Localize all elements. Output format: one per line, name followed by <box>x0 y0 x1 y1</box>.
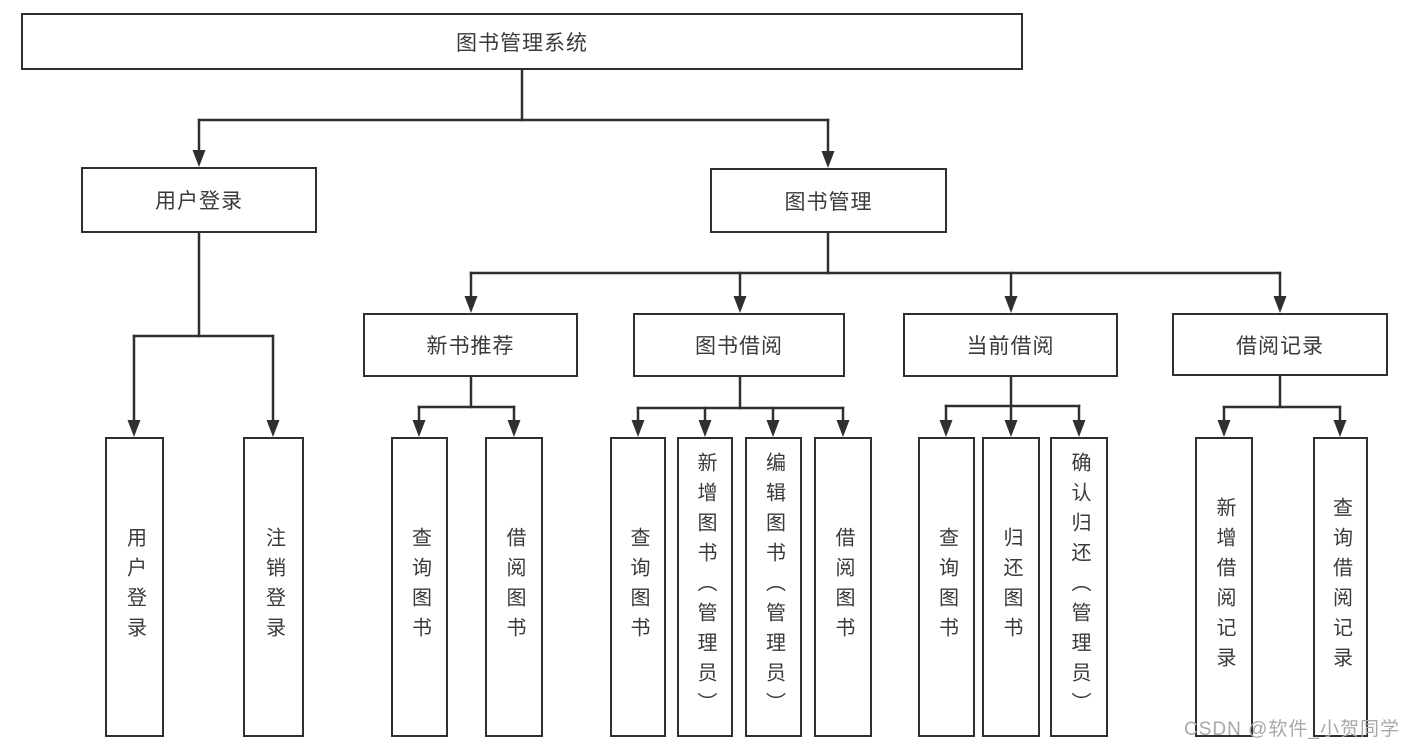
node-current-borrow: 当前借阅 <box>903 313 1118 377</box>
leaf-label: 借阅图书 <box>503 527 525 647</box>
leaf-edit-books-admin: 编辑图书（管理员） <box>745 437 802 737</box>
leaf-label: 用户登录 <box>123 527 146 647</box>
leaf-query-borrow-record: 查询借阅记录 <box>1313 437 1368 737</box>
leaf-label: 编辑图书（管理员） <box>762 452 785 722</box>
leaf-label: 查询图书 <box>627 527 649 647</box>
node-borrow-records: 借阅记录 <box>1172 313 1388 376</box>
leaf-label: 确认归还（管理员） <box>1068 452 1090 722</box>
leaf-query-books-borrow: 查询图书 <box>610 437 666 737</box>
leaf-label: 新增图书（管理员） <box>694 452 716 722</box>
leaf-logout: 注销登录 <box>243 437 304 737</box>
node-new-book-recommend: 新书推荐 <box>363 313 578 377</box>
leaf-label: 借阅图书 <box>832 527 854 647</box>
leaf-borrow-books-newbook: 借阅图书 <box>485 437 543 737</box>
leaf-label: 查询图书 <box>408 527 431 647</box>
node-library-management-system: 图书管理系统 <box>21 13 1023 70</box>
node-user-login: 用户登录 <box>81 167 317 233</box>
leaf-add-books-admin: 新增图书（管理员） <box>677 437 733 737</box>
leaf-label: 归还图书 <box>1000 527 1022 647</box>
leaf-query-books-current: 查询图书 <box>918 437 975 737</box>
csdn-watermark: CSDN @软件_小贺同学 <box>1184 719 1400 740</box>
leaf-return-books: 归还图书 <box>982 437 1040 737</box>
leaf-label: 查询借阅记录 <box>1329 497 1352 677</box>
node-book-management: 图书管理 <box>710 168 947 233</box>
leaf-add-borrow-record: 新增借阅记录 <box>1195 437 1253 737</box>
leaf-label: 查询图书 <box>935 527 958 647</box>
leaf-label: 注销登录 <box>262 527 285 647</box>
leaf-borrow-books: 借阅图书 <box>814 437 872 737</box>
leaf-user-login: 用户登录 <box>105 437 164 737</box>
leaf-label: 新增借阅记录 <box>1213 497 1235 677</box>
node-book-borrow: 图书借阅 <box>633 313 845 377</box>
leaf-query-books-newbook: 查询图书 <box>391 437 448 737</box>
leaf-confirm-return-admin: 确认归还（管理员） <box>1050 437 1108 737</box>
